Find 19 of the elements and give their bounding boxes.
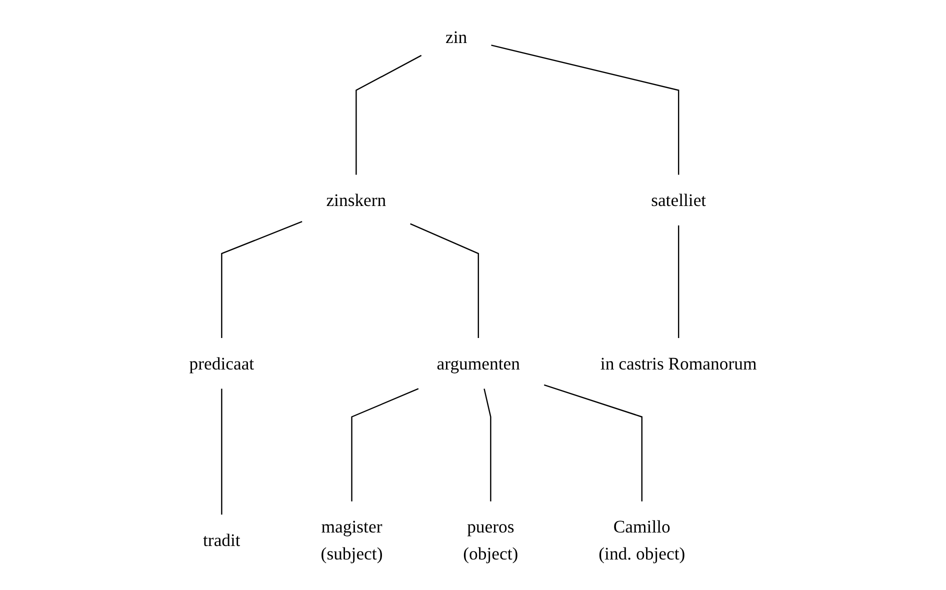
node-text: pueros (object) — [463, 516, 518, 564]
connector — [221, 388, 222, 515]
node-text: in castris Romanorum — [600, 353, 757, 374]
connector — [356, 54, 422, 175]
node-text: magister (subject) — [320, 516, 383, 564]
node-text: predicaat — [189, 353, 254, 374]
node-text: tradit — [203, 530, 240, 550]
connector — [410, 223, 479, 338]
node-text: satelliet — [651, 190, 706, 210]
connector — [491, 44, 680, 175]
node-text: argumenten — [436, 353, 520, 374]
connector — [221, 221, 302, 338]
connector — [544, 384, 642, 502]
node-text: zinskern — [326, 190, 386, 210]
connector — [484, 388, 492, 502]
connector — [351, 388, 419, 502]
connector — [678, 225, 680, 338]
node-text: Camillo (ind. object) — [598, 516, 686, 564]
node-text: zin — [445, 26, 468, 47]
